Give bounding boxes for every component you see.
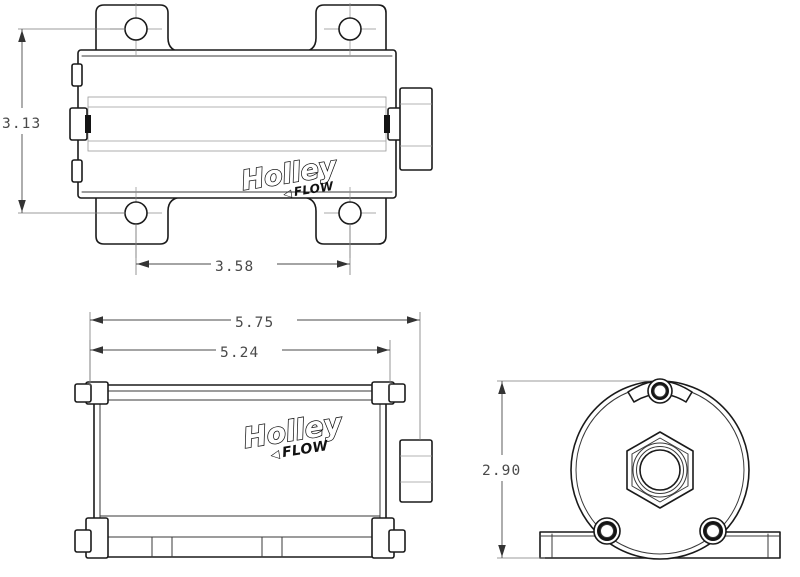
dim-3-13-arrow-bottom bbox=[18, 200, 26, 212]
top-view-left-port-middle bbox=[69, 107, 88, 141]
front-view-foot-bottom-left bbox=[74, 517, 109, 559]
dim-5-24-arrow-right bbox=[377, 346, 389, 354]
top-view-body-housing bbox=[77, 49, 397, 199]
top-view-left-port-middle-core bbox=[85, 115, 91, 133]
dim-3-58-arrow-left bbox=[137, 260, 149, 268]
dim-5-24-value: 5.24 bbox=[220, 345, 259, 361]
dim-5-75-arrow-left bbox=[91, 316, 103, 324]
dimension-3-13: 3.13 bbox=[0, 28, 126, 214]
end-view-top-boss-bore bbox=[654, 385, 666, 397]
dim-3-58-arrow-right bbox=[337, 260, 349, 268]
top-view-mounting-hole-top-right bbox=[324, 3, 376, 55]
end-view-top-boss-bore-edge bbox=[653, 384, 667, 398]
dim-2-90-arrow-top bbox=[498, 382, 506, 394]
dimension-5-24: 5.24 bbox=[89, 338, 391, 386]
top-view-mounting-hole-bottom-right bbox=[324, 187, 376, 258]
end-view-hex-fitting-inner bbox=[631, 437, 689, 503]
top-view-flow-arrow-glyph: ◁ bbox=[282, 186, 293, 200]
dimension-2-90: 2.90 bbox=[480, 380, 650, 559]
end-view-group bbox=[539, 378, 781, 560]
dim-3-13-value: 3.13 bbox=[2, 116, 41, 132]
front-view-outlet-fitting bbox=[399, 439, 433, 503]
top-view-holley-logo: Holley ◁ FLOW bbox=[238, 150, 340, 200]
end-view-boss-lower-right-bore-edge bbox=[706, 524, 720, 538]
dim-2-90-arrow-bottom bbox=[498, 545, 506, 557]
front-view-flow-arrow-glyph: ◁ bbox=[268, 447, 281, 462]
front-view-body-housing bbox=[93, 384, 387, 558]
end-view-boss-lower-left-bore bbox=[600, 524, 614, 538]
dim-2-90-value: 2.90 bbox=[482, 463, 521, 479]
front-view-foot-top-right bbox=[371, 381, 406, 405]
end-view-boss-lower-right-bore bbox=[706, 524, 720, 538]
dim-3-58-value: 3.58 bbox=[215, 259, 254, 275]
top-view-left-port-upper bbox=[71, 63, 83, 87]
top-view-left-port-lower bbox=[71, 159, 83, 183]
top-view-outlet-fitting bbox=[399, 87, 433, 171]
top-view-flow-label: FLOW bbox=[293, 179, 335, 199]
front-view-flow-label: FLOW bbox=[281, 438, 330, 461]
dimension-5-75: 5.75 bbox=[89, 308, 421, 440]
front-view-foot-bottom-right bbox=[371, 517, 406, 559]
end-view-hex-bore-ring-2 bbox=[636, 446, 684, 494]
dim-3-13-arrow-top bbox=[18, 30, 26, 42]
dim-5-75-value: 5.75 bbox=[235, 315, 274, 331]
front-view-foot-top-left bbox=[74, 381, 109, 405]
end-view-hex-bore bbox=[639, 449, 681, 491]
top-view-group: Holley ◁ FLOW bbox=[69, 3, 433, 258]
top-view-right-boss-core bbox=[384, 115, 390, 133]
dimension-3-58: 3.58 bbox=[135, 224, 351, 276]
dim-5-24-arrow-left bbox=[91, 346, 103, 354]
front-view-group: Holley ◁ FLOW bbox=[74, 381, 433, 559]
end-view-hex-bore-ring-1 bbox=[632, 442, 688, 498]
dim-5-75-arrow-right bbox=[407, 316, 419, 324]
end-view-boss-lower-left-bore-edge bbox=[600, 524, 614, 538]
